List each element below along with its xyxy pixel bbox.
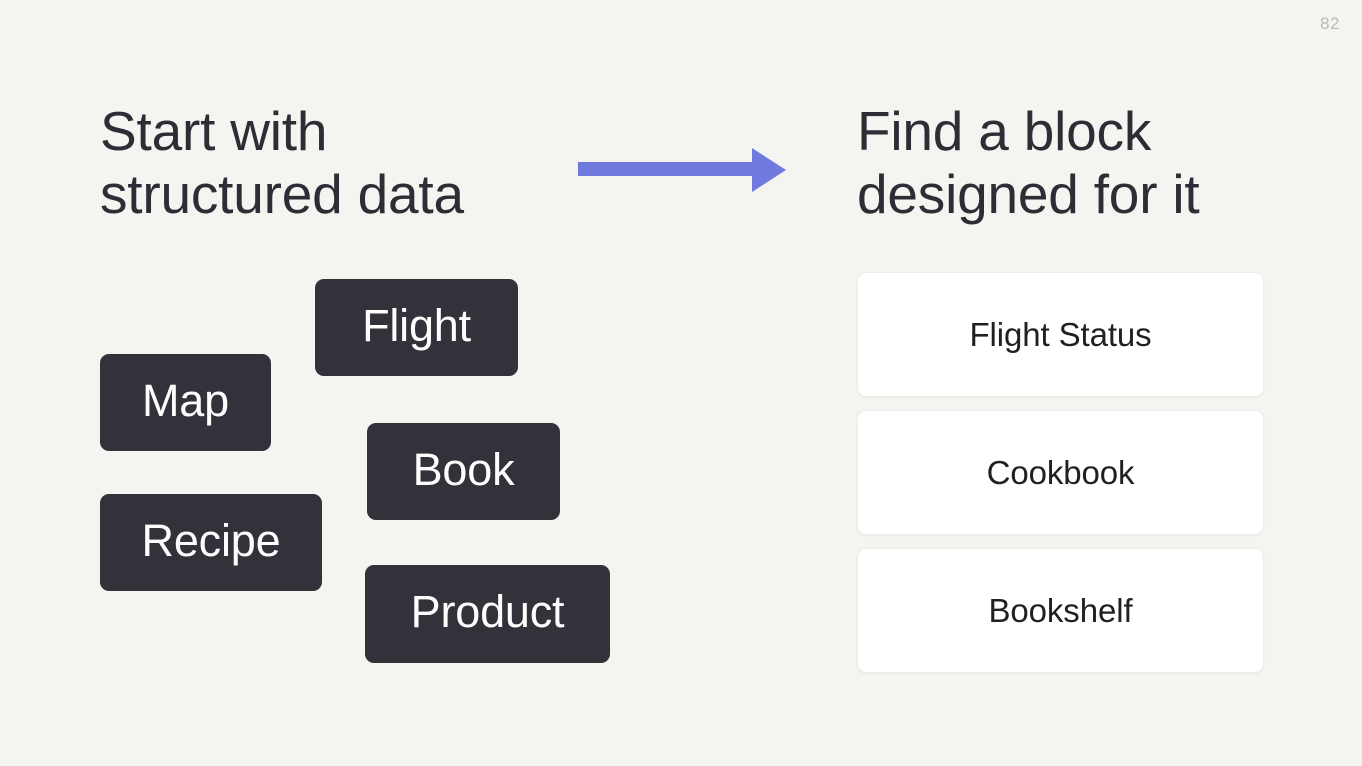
- page-number: 82: [1320, 14, 1340, 33]
- block-card-flight-status[interactable]: Flight Status: [857, 272, 1264, 397]
- arrow-right-glyph: [578, 148, 786, 192]
- chip-book: Book: [367, 423, 560, 520]
- block-card-bookshelf[interactable]: Bookshelf: [857, 548, 1264, 673]
- arrow-right-icon: [578, 146, 788, 194]
- chip-product: Product: [365, 565, 610, 663]
- left-heading: Start with structured data: [100, 100, 464, 225]
- chip-flight: Flight: [315, 279, 518, 376]
- chip-recipe: Recipe: [100, 494, 322, 591]
- block-card-cookbook[interactable]: Cookbook: [857, 410, 1264, 535]
- chip-map: Map: [100, 354, 271, 451]
- right-heading: Find a block designed for it: [857, 100, 1200, 225]
